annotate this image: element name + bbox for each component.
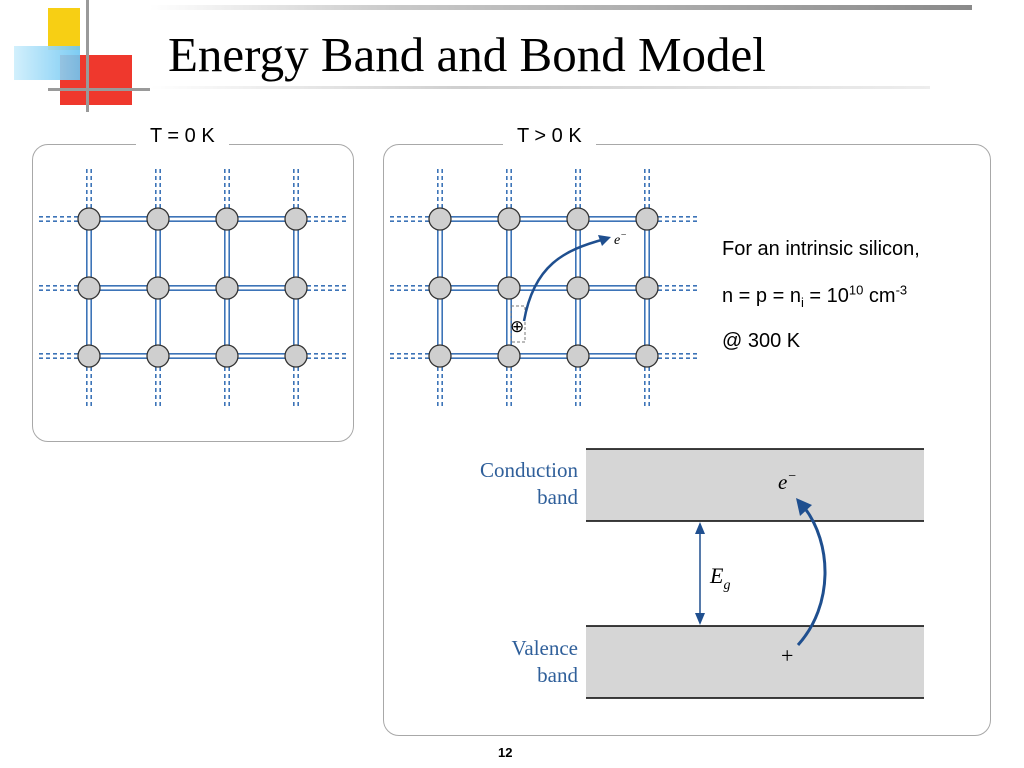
silicon-atom: [566, 207, 590, 231]
hole-box: [510, 305, 526, 343]
hole-symbol: ⊕: [510, 317, 524, 336]
info-line-intrinsic: For an intrinsic silicon,: [722, 238, 920, 260]
silicon-atom: [497, 207, 521, 231]
panel-above-zero-kelvin: ⊕ e− Conduction band Valence band Eg e− …: [383, 144, 991, 736]
silicon-atom: [146, 276, 170, 300]
band-gap-label: Eg: [709, 563, 730, 593]
panel-label-above-zero-kelvin: T > 0 K: [503, 124, 596, 148]
valence-band-label-line2: band: [537, 663, 578, 687]
band-gap-arrowhead-top: [695, 522, 705, 534]
info-line-temperature: @ 300 K: [722, 330, 801, 352]
silicon-atom: [635, 344, 659, 368]
conduction-band-label-line2: band: [537, 485, 578, 509]
silicon-atom: [497, 344, 521, 368]
page-number: 12: [498, 745, 513, 760]
band-electron-label: e−: [778, 469, 797, 494]
conduction-band: [586, 449, 924, 521]
silicon-atom: [635, 276, 659, 300]
silicon-atom: [284, 207, 308, 231]
silicon-atom: [146, 207, 170, 231]
info-line-carrier-concentration: n = p = ni = 1010 cm-3: [722, 282, 908, 310]
band-diagram: Conduction band Valence band Eg e− +: [480, 448, 924, 699]
silicon-atom: [566, 276, 590, 300]
silicon-atom: [215, 344, 239, 368]
electron-arrowhead: [598, 235, 611, 246]
band-hole-label: +: [781, 643, 793, 668]
electron-excitation-arrow: [522, 237, 606, 322]
valence-band: [586, 626, 924, 698]
decoration-yellow-square: [48, 8, 80, 50]
silicon-atom: [77, 276, 101, 300]
silicon-atom: [215, 276, 239, 300]
lattice-zero-kelvin: [39, 169, 347, 407]
silicon-atom: [215, 207, 239, 231]
silicon-atom: [284, 276, 308, 300]
slide-title: Energy Band and Bond Model: [168, 27, 766, 82]
silicon-atom: [146, 344, 170, 368]
silicon-atom: [77, 207, 101, 231]
silicon-atom: [428, 207, 452, 231]
valence-band-label-line1: Valence: [512, 636, 578, 660]
decoration-horizontal-line: [48, 88, 150, 91]
decoration-blue-square: [14, 46, 80, 80]
panel-label-zero-kelvin: T = 0 K: [136, 124, 229, 148]
decoration-vertical-line: [86, 0, 89, 112]
silicon-atom: [566, 344, 590, 368]
band-excitation-arrowhead: [796, 498, 812, 516]
silicon-atom: [635, 207, 659, 231]
silicon-atom: [77, 344, 101, 368]
band-gap-arrowhead-bottom: [695, 613, 705, 625]
silicon-atom: [428, 344, 452, 368]
silicon-atom: [284, 344, 308, 368]
band-excitation-arrow: [796, 506, 827, 647]
electron-label-lattice: e−: [614, 230, 627, 248]
conduction-band-label-line1: Conduction: [480, 458, 578, 482]
title-underline: [150, 86, 930, 89]
silicon-atom: [428, 276, 452, 300]
panel-zero-kelvin: [32, 144, 354, 442]
header-top-rule: [150, 5, 972, 10]
lattice-above-zero-kelvin: ⊕ e−: [390, 169, 698, 407]
silicon-atom: [497, 276, 521, 300]
